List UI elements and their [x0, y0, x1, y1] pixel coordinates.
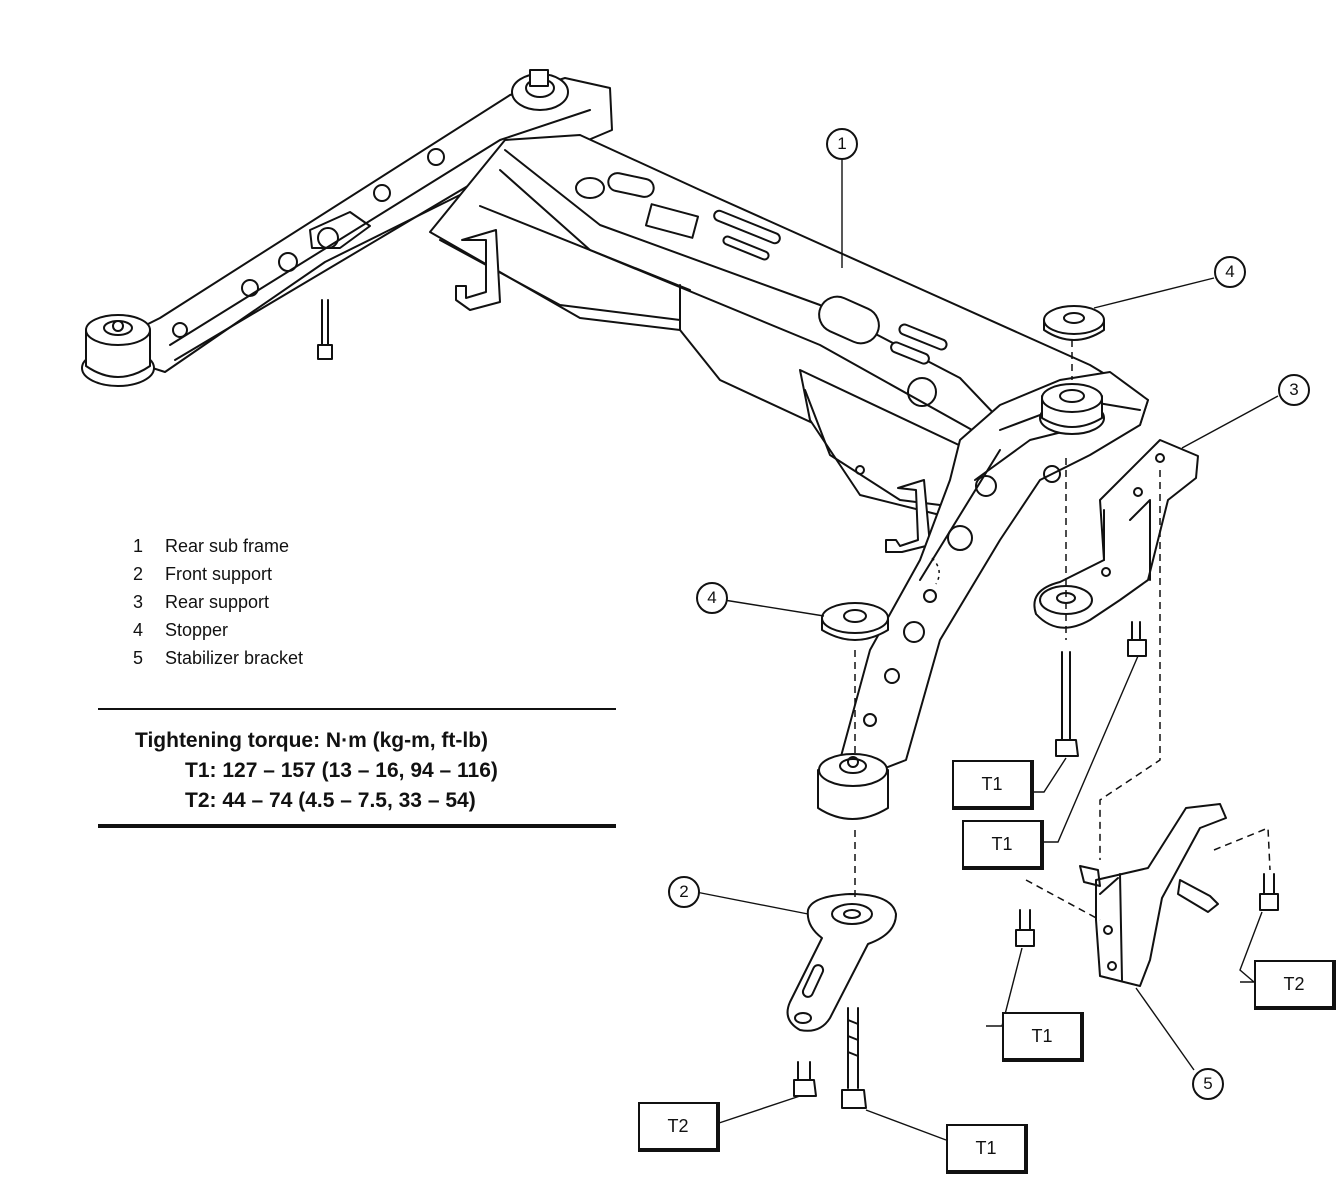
bolt-front-short — [793, 1061, 817, 1097]
bolt-bracket-left — [1015, 909, 1035, 947]
bolt-bracket-right — [1259, 873, 1279, 911]
legend-number: 1 — [133, 536, 144, 556]
callout-5: 5 — [1192, 1068, 1224, 1100]
legend-label: Rear support — [165, 592, 270, 612]
callout-4-upper: 4 — [1214, 256, 1246, 288]
callout-1: 1 — [826, 128, 858, 160]
stabilizer-bracket — [1079, 803, 1227, 987]
torque-label-t2-bracket: T2 — [1254, 960, 1336, 1010]
legend-number: 4 — [133, 620, 144, 640]
hook-bracket-center — [885, 479, 931, 553]
rear-support — [1033, 439, 1199, 629]
torque-label-t1-bracket: T1 — [1002, 1012, 1084, 1062]
legend-item: 2 Front support — [133, 560, 303, 588]
rear-left-bushing — [511, 69, 569, 111]
legend-number: 3 — [133, 592, 144, 612]
right-front-bushing — [817, 753, 889, 820]
bolt-rear-long — [1055, 651, 1079, 757]
callout-2: 2 — [668, 876, 700, 908]
stopper-lower — [821, 602, 889, 641]
legend-number: 2 — [133, 564, 144, 584]
legend-item: 3 Rear support — [133, 588, 303, 616]
legend-number: 5 — [133, 648, 144, 668]
right-rear-bushing — [1039, 383, 1105, 435]
torque-spec: Tightening torque: N·m (kg-m, ft-lb) T1:… — [135, 726, 498, 816]
bolt-front-long — [841, 1007, 867, 1109]
bolt-rear-short — [1127, 621, 1147, 657]
torque-t2: T2: 44 – 74 (4.5 – 7.5, 33 – 54) — [185, 789, 476, 812]
legend-label: Stabilizer bracket — [165, 648, 304, 668]
torque-label-t1-front: T1 — [946, 1124, 1028, 1174]
front-support — [786, 893, 897, 1032]
legend-label: Stopper — [165, 620, 229, 640]
callout-3: 3 — [1278, 374, 1310, 406]
legend-label: Front support — [165, 564, 273, 584]
torque-bottom-rule — [98, 824, 616, 828]
legend-item: 5 Stabilizer bracket — [133, 644, 303, 672]
left-bushing — [81, 314, 155, 387]
callout-4-lower: 4 — [696, 582, 728, 614]
stopper-upper — [1043, 305, 1105, 341]
torque-label-t2-front: T2 — [638, 1102, 720, 1152]
torque-label-t1-rear-upper: T1 — [952, 760, 1034, 810]
hook-bracket-left — [455, 229, 501, 311]
parts-legend: 1 Rear sub frame 2 Front support 3 Rear sup… — [133, 532, 303, 672]
legend-label: Rear sub frame — [165, 536, 290, 556]
torque-heading: Tightening torque: N·m (kg-m, ft-lb) — [135, 729, 489, 752]
legend-item: 1 Rear sub frame — [133, 532, 303, 560]
torque-label-t1-rear-lower: T1 — [962, 820, 1044, 870]
legend-item: 4 Stopper — [133, 616, 303, 644]
torque-t1: T1: 127 – 157 (13 – 16, 94 – 116) — [185, 759, 498, 782]
torque-top-rule — [98, 708, 616, 710]
